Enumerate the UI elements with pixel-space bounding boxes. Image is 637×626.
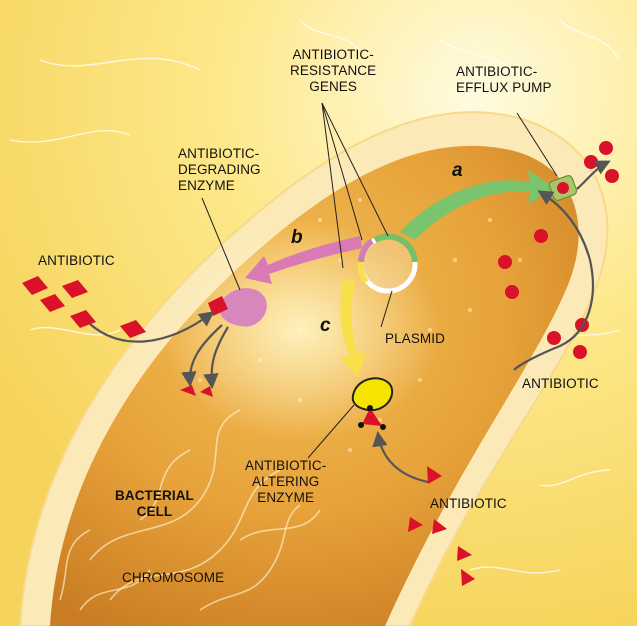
label-resistance-genes-line2: RESISTANCE [290,63,376,79]
label-resistance-genes-line1: ANTIBIOTIC- [290,47,376,63]
label-chromosome: CHROMOSOME [122,570,224,586]
label-antibiotic-left: ANTIBIOTIC [38,253,115,269]
label-bacterial-cell-line2: CELL [115,504,194,520]
label-degrading-enzyme-line2: DEGRADING [178,162,261,178]
label-altering-enzyme: ANTIBIOTIC- ALTERING ENZYME [245,458,326,506]
label-efflux-pump-line1: ANTIBIOTIC- [456,64,552,80]
label-antibiotic-right: ANTIBIOTIC [522,376,599,392]
label-resistance-genes: ANTIBIOTIC- RESISTANCE GENES [290,47,376,95]
label-antibiotic-bottom: ANTIBIOTIC [430,496,507,512]
pathway-a-letter: a [452,160,463,182]
label-degrading-enzyme: ANTIBIOTIC- DEGRADING ENZYME [178,146,261,194]
label-efflux-pump: ANTIBIOTIC- EFFLUX PUMP [456,64,552,96]
label-altering-enzyme-line1: ANTIBIOTIC- [245,458,326,474]
label-altering-enzyme-line3: ENZYME [245,490,326,506]
label-bacterial-cell: BACTERIAL CELL [115,488,194,520]
label-resistance-genes-line3: GENES [290,79,376,95]
label-efflux-pump-line2: EFFLUX PUMP [456,80,552,96]
label-bacterial-cell-line1: BACTERIAL [115,488,194,504]
pathway-c-letter: c [320,315,331,337]
label-degrading-enzyme-line1: ANTIBIOTIC- [178,146,261,162]
plasmid [361,237,415,291]
pathway-b-letter: b [291,227,303,249]
label-degrading-enzyme-line3: ENZYME [178,178,261,194]
label-plasmid: PLASMID [385,331,445,347]
label-altering-enzyme-line2: ALTERING [245,474,326,490]
